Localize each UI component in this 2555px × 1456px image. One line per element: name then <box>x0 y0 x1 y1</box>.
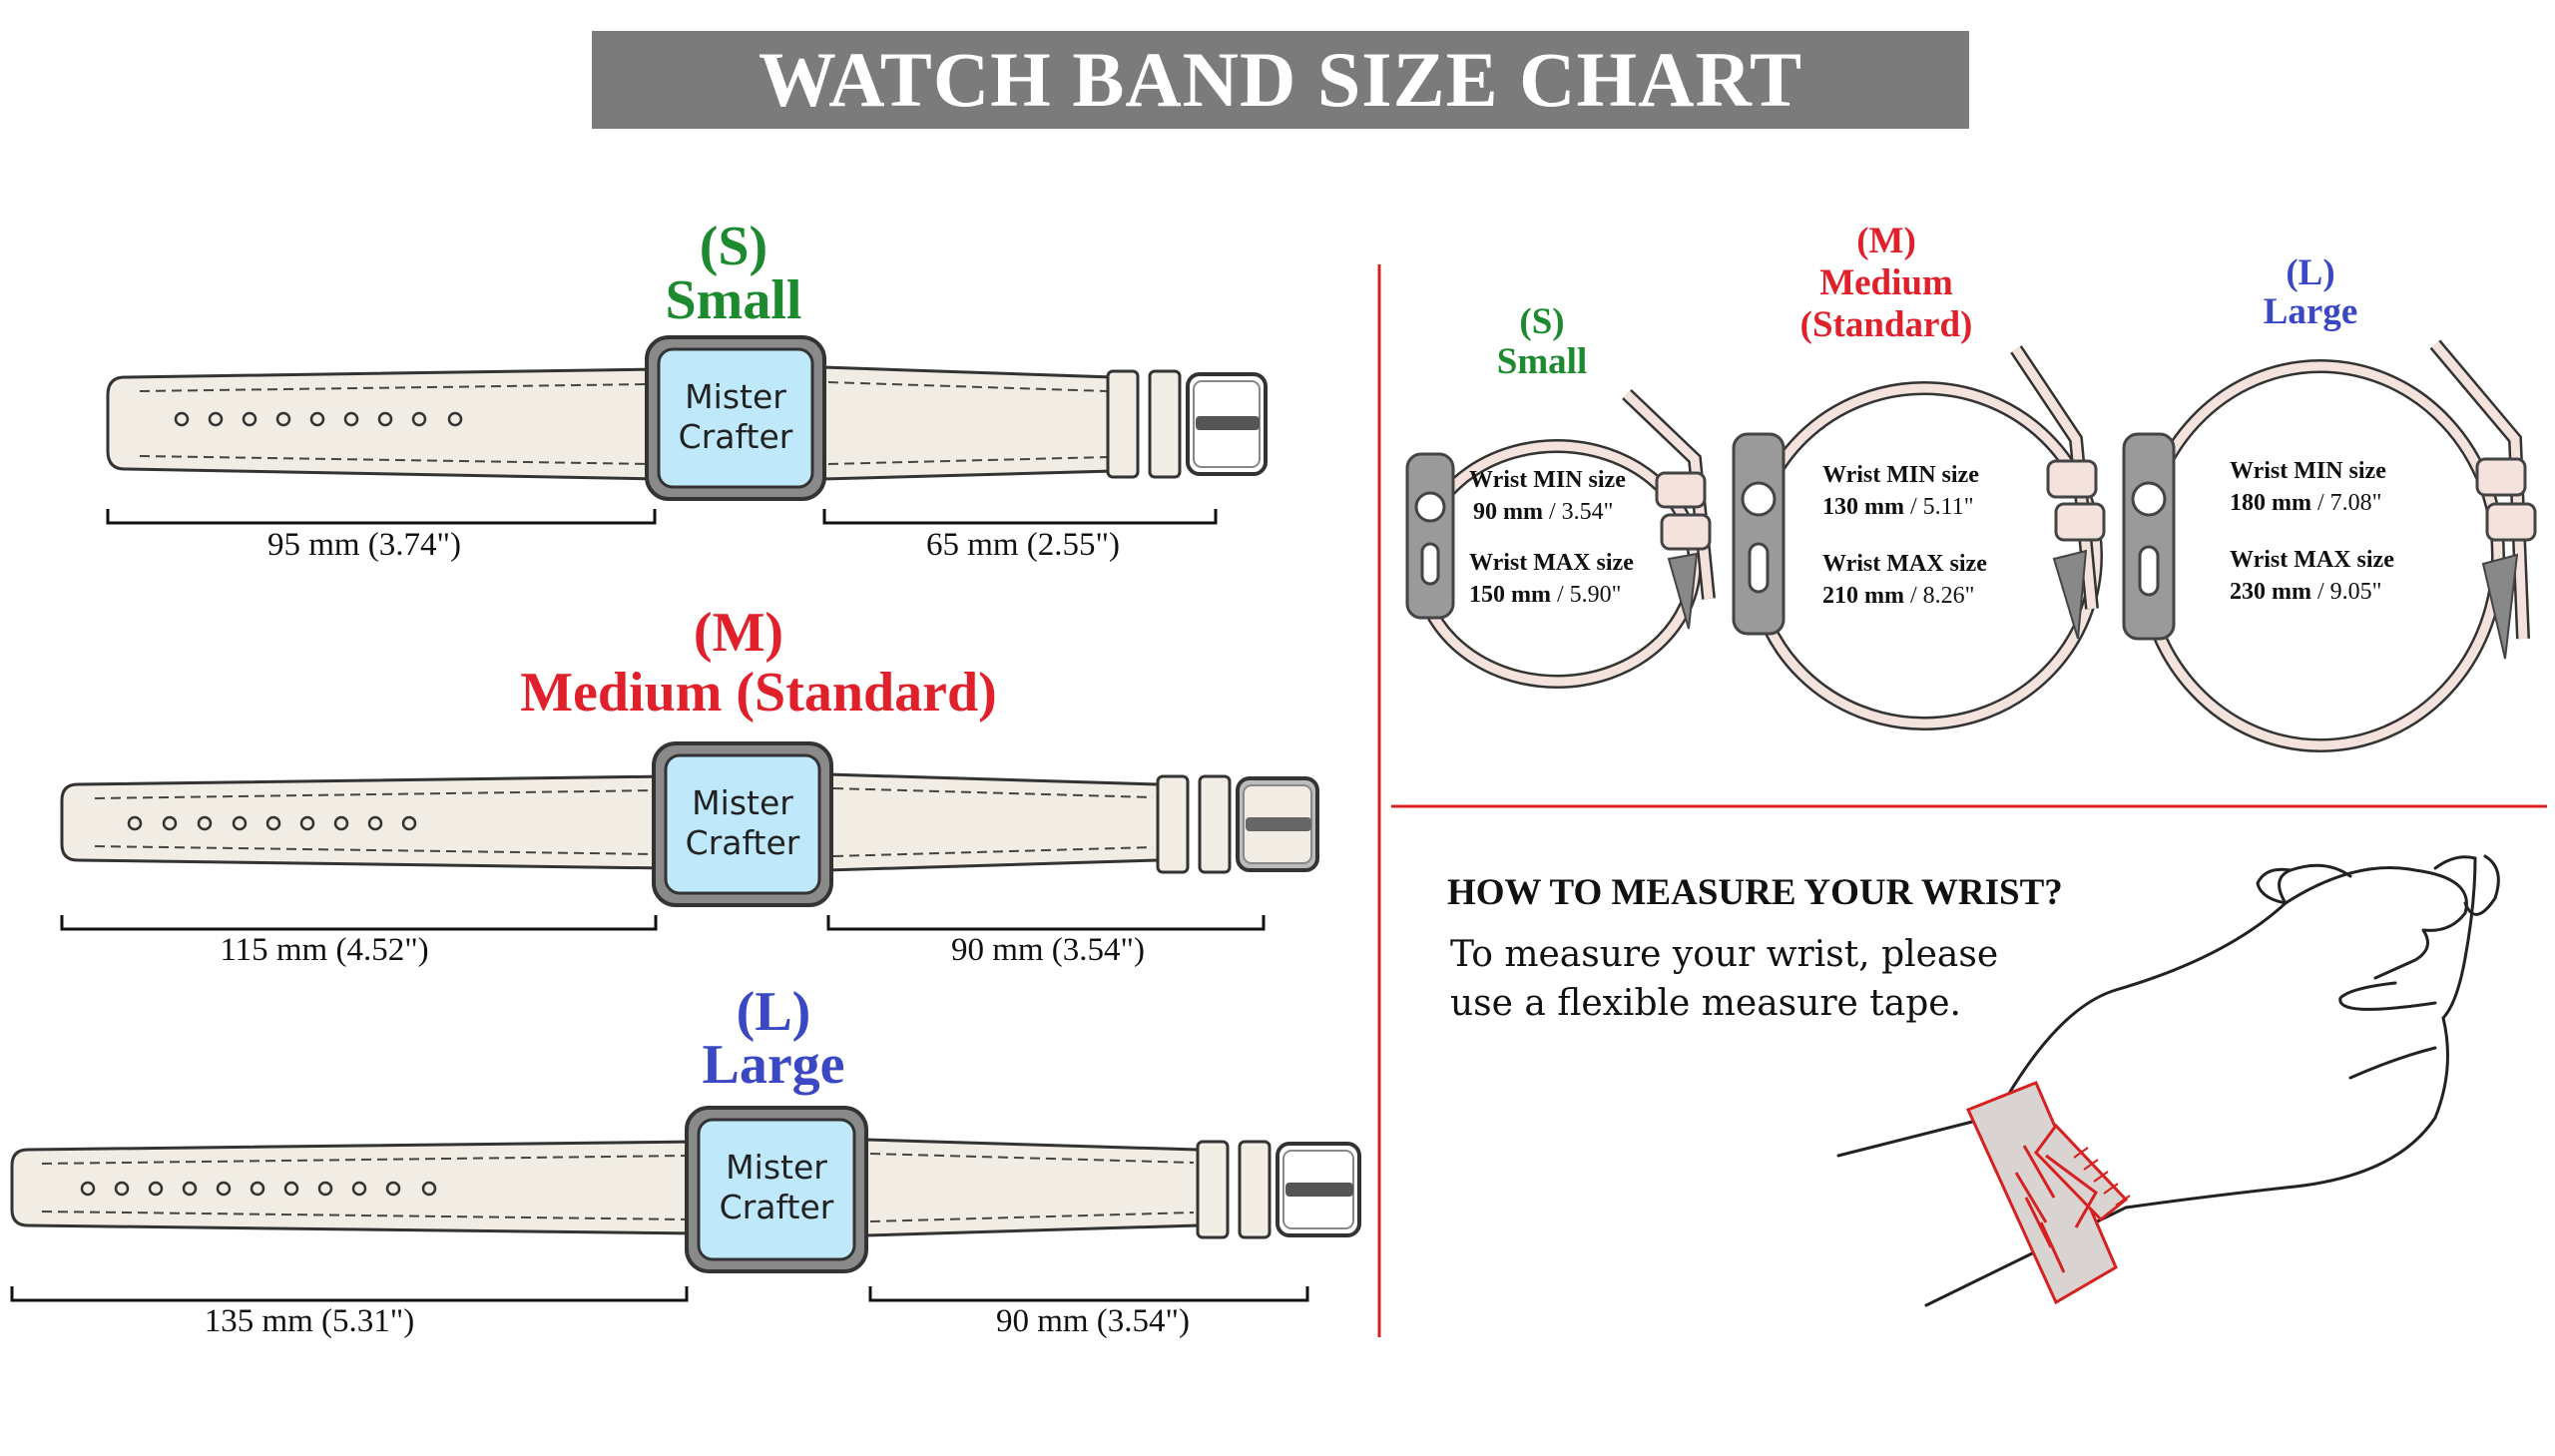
band-small <box>106 335 1268 525</box>
wrist-code-medium: (M) <box>1856 221 1916 261</box>
band-large <box>10 1106 1361 1302</box>
wrist-range-large: Wrist MIN size 180 mm / 7.08" Wrist MAX … <box>2230 458 2394 606</box>
wrist-name-small: Small <box>1496 341 1588 382</box>
wrist-min-label: Wrist MIN size <box>2230 458 2386 484</box>
watch-brand-large: Mister Crafter <box>699 1148 854 1228</box>
watch-brand-line1: Mister <box>685 377 786 416</box>
dim-large-long: 135 mm (5.31") <box>204 1303 415 1339</box>
watch-brand-medium: Mister Crafter <box>666 783 819 864</box>
how-to-line2: use a flexible measure tape. <box>1450 982 1961 1024</box>
wrist-max-mm: 230 mm <box>2230 579 2311 606</box>
wrist-min-mm: 130 mm <box>1822 493 1904 520</box>
size-name-medium: Medium (Standard) <box>520 662 997 724</box>
wrist-max-label: Wrist MAX size <box>1822 551 1987 578</box>
how-to-body: To measure your wrist, please use a flex… <box>1450 931 2149 1028</box>
size-code-small: (S) <box>699 216 768 277</box>
dim-small-short: 65 mm (2.55") <box>925 527 1121 563</box>
wrist-max-label: Wrist MAX size <box>1469 550 1634 577</box>
wrist-max-mm: 210 mm <box>1822 583 1904 610</box>
wrist-name-medium: Medium <box>1819 262 1953 303</box>
wrist-code-large: (L) <box>2286 252 2335 293</box>
size-code-large: (L) <box>736 981 811 1043</box>
wrist-min-in: 5.11" <box>1922 493 1974 520</box>
watch-brand-line1: Mister <box>692 783 793 822</box>
wrist-name-medium-2: (Standard) <box>1799 304 1973 345</box>
size-code-medium: (M) <box>693 602 784 664</box>
wrist-max-mm: 150 mm <box>1469 582 1551 609</box>
wrist-max-in: 9.05" <box>2329 579 2382 606</box>
dim-large-short: 90 mm (3.54") <box>995 1303 1191 1339</box>
how-to-title: HOW TO MEASURE YOUR WRIST? <box>1447 872 2063 913</box>
wrist-max-in: 5.90" <box>1569 582 1622 609</box>
dim-medium-long: 115 mm (4.52") <box>220 932 429 968</box>
dim-small-long: 95 mm (3.74") <box>266 527 462 563</box>
dim-medium-short: 90 mm (3.54") <box>950 932 1146 968</box>
title-bar: WATCH BAND SIZE CHART <box>592 31 1969 129</box>
watch-brand-line2: Crafter <box>719 1188 834 1227</box>
wrist-max-label: Wrist MAX size <box>2230 547 2394 574</box>
wrist-min-label: Wrist MIN size <box>1822 462 1979 488</box>
watch-brand-line1: Mister <box>726 1148 827 1187</box>
watch-brand-small: Mister Crafter <box>659 377 812 458</box>
watch-brand-line2: Crafter <box>678 417 793 457</box>
wrist-loop-medium <box>1732 345 2106 730</box>
wrist-code-small: (S) <box>1519 301 1565 342</box>
wrist-max-in: 8.26" <box>1922 583 1975 610</box>
wrist-min-mm: 90 mm <box>1473 498 1543 525</box>
hand-illustration <box>1836 854 2500 1307</box>
wrist-min-in: 3.54" <box>1561 498 1614 525</box>
band-medium <box>60 741 1319 931</box>
wrist-range-small: Wrist MIN size 90 mm / 3.54" Wrist MAX s… <box>1469 467 1634 609</box>
wrist-min-label: Wrist MIN size <box>1469 467 1626 493</box>
wrist-name-large: Large <box>2263 291 2358 332</box>
watch-brand-line2: Crafter <box>685 823 800 863</box>
wrist-loop-small <box>1405 388 1716 689</box>
wrist-range-medium: Wrist MIN size 130 mm / 5.11" Wrist MAX … <box>1822 462 1987 610</box>
page-title: WATCH BAND SIZE CHART <box>758 36 1803 123</box>
how-to-line1: To measure your wrist, please <box>1450 934 1999 975</box>
wrist-loop-large <box>2122 339 2537 752</box>
size-name-small: Small <box>665 269 802 331</box>
wrist-min-mm: 180 mm <box>2230 489 2311 516</box>
size-name-large: Large <box>702 1034 845 1096</box>
wrist-min-in: 7.08" <box>2329 489 2382 516</box>
measure-tape <box>1965 1081 2131 1305</box>
